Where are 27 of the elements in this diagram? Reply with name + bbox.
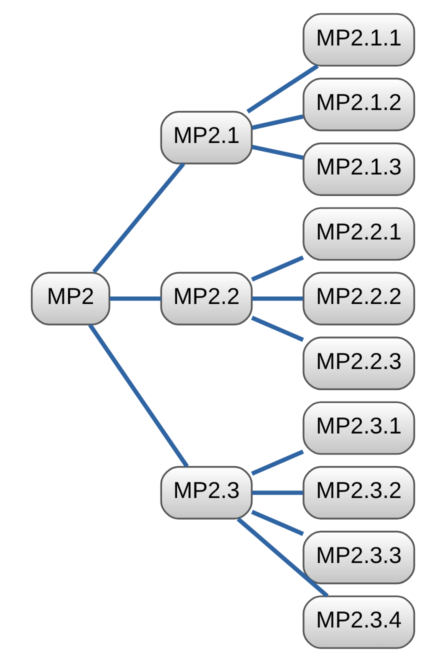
connector bbox=[92, 162, 185, 274]
node-box: MP2.2.3 bbox=[302, 336, 415, 390]
node-box: MP2.2.1 bbox=[302, 207, 415, 261]
node-box: MP2.3 bbox=[160, 466, 252, 520]
connector bbox=[250, 316, 304, 342]
connector bbox=[251, 114, 304, 130]
node-box: MP2.1.3 bbox=[302, 142, 415, 196]
connector bbox=[251, 490, 303, 495]
connector bbox=[246, 64, 318, 114]
connector bbox=[250, 255, 304, 282]
node-box: MP2.2 bbox=[160, 272, 252, 326]
node-box: MP2 bbox=[30, 272, 110, 326]
connector bbox=[236, 517, 328, 598]
node-box: MP2.2.2 bbox=[302, 272, 415, 326]
connector bbox=[250, 510, 304, 536]
node-box: MP2.1 bbox=[160, 110, 252, 164]
node-box: MP2.3.1 bbox=[302, 401, 415, 455]
node-box: MP2.1.2 bbox=[302, 78, 415, 132]
connector bbox=[251, 296, 303, 301]
connector bbox=[251, 144, 304, 160]
connector bbox=[109, 296, 161, 301]
node-box: MP2.3.3 bbox=[302, 530, 415, 584]
node-box: MP2.1.1 bbox=[302, 13, 415, 67]
node-box: MP2.3.4 bbox=[302, 595, 415, 649]
connector bbox=[250, 450, 304, 476]
connector bbox=[88, 324, 188, 468]
node-box: MP2.3.2 bbox=[302, 466, 415, 520]
